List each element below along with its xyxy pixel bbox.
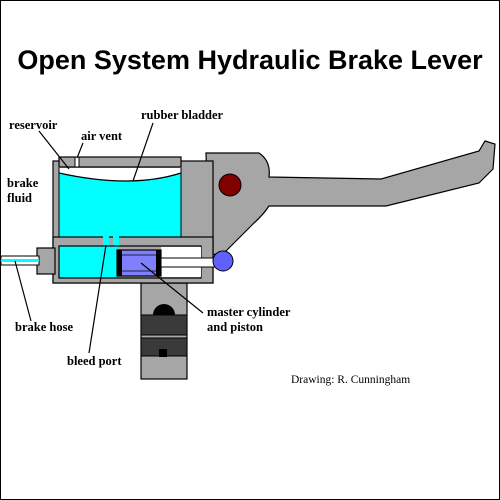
label-bleed-port: bleed port bbox=[67, 354, 122, 368]
reservoir-fluid bbox=[59, 168, 181, 237]
cylinder-fluid bbox=[59, 246, 117, 278]
compensation-port bbox=[113, 235, 119, 247]
rubber-bladder-leader bbox=[132, 122, 154, 182]
piston-seal-rear bbox=[156, 250, 161, 276]
label-reservoir: reservoir bbox=[9, 118, 58, 132]
label-master-cylinder-1: master cylinder bbox=[207, 305, 291, 319]
brake-hose-leader bbox=[14, 260, 32, 322]
brake-hose-fluid bbox=[1, 259, 39, 262]
clamp-bolt-nut bbox=[159, 349, 167, 357]
reservoir-cap bbox=[58, 156, 182, 168]
clamp-bolt-head bbox=[153, 304, 175, 315]
piston-pin-icon bbox=[212, 250, 234, 272]
rubber-bladder-line bbox=[58, 172, 182, 182]
label-brake-hose: brake hose bbox=[15, 320, 73, 334]
bleed-port-leader bbox=[88, 244, 107, 354]
air-vent-leader bbox=[76, 142, 84, 159]
piston-seal-front bbox=[117, 250, 122, 276]
label-rubber-bladder: rubber bladder bbox=[141, 108, 224, 122]
label-brake-fluid-1: brake bbox=[7, 176, 39, 190]
lever-pivot-icon bbox=[218, 173, 242, 197]
air-vent-hole bbox=[74, 156, 80, 168]
bleed-port-channel bbox=[103, 235, 109, 249]
diagram-title: Open System Hydraulic Brake Lever bbox=[17, 45, 483, 75]
label-air-vent: air vent bbox=[81, 129, 123, 143]
master-cylinder-piston bbox=[116, 249, 162, 277]
brake-lever-blade bbox=[205, 140, 496, 257]
label-master-cylinder-2: and piston bbox=[207, 320, 263, 334]
push-rod bbox=[160, 257, 222, 268]
master-cylinder-leader bbox=[140, 262, 204, 314]
air-space bbox=[59, 168, 181, 181]
drawing-credit: Drawing: R. Cunningham bbox=[291, 374, 410, 386]
hose-fitting bbox=[36, 247, 56, 275]
label-brake-fluid-2: fluid bbox=[7, 191, 32, 205]
clamp-band-upper bbox=[140, 314, 188, 336]
reservoir-leader bbox=[38, 130, 70, 170]
